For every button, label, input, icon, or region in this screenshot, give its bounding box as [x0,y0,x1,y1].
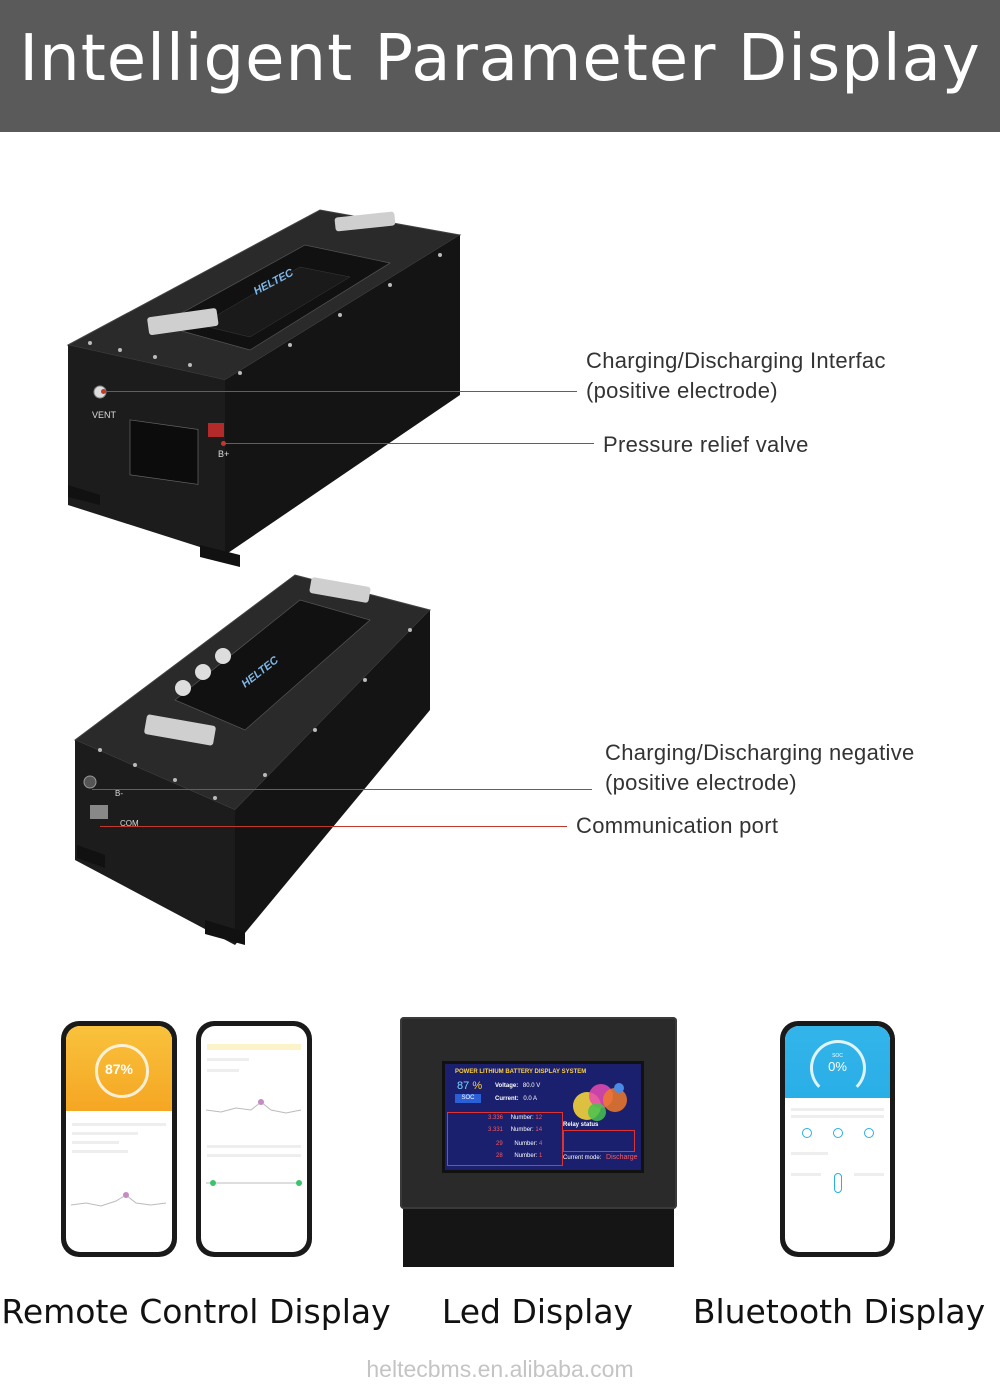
led-voltage-row: Voltage: 80.0 V [495,1083,540,1089]
callout-charging-interface-line2: (positive electrode) [586,378,778,403]
led-soc-unit: % [472,1080,483,1092]
remote-soc-value: 87% [104,1061,134,1077]
led-min-temp-number: 1 [539,1153,543,1159]
led-min-temp-number-label: Number: [514,1153,538,1159]
led-max-cell-number-label: Number: [510,1115,534,1121]
remote-phone-right-graph-2 [206,1180,302,1186]
led-max-temp-number: 4 [539,1141,543,1147]
caption-remote: Remote Control Display [1,1292,391,1331]
remote-phone-header: 87% [66,1026,172,1111]
led-max-temp-row: 29 Number: 4 [496,1141,542,1147]
led-current-label: Current: [495,1096,519,1102]
callout-discharge-negative-line1: Charging/Discharging negative [605,740,915,765]
led-current-value: 0.0 [523,1096,532,1102]
led-max-cell-voltage: 3.336 [488,1115,504,1121]
callout-terminal-dot [221,441,226,446]
remote-phone-right-graph-1 [205,1099,302,1114]
led-min-cell-number-label: Number: [510,1127,534,1133]
callout-terminal-leader [224,443,594,444]
led-min-cell-row: 3.331 Number: 14 [488,1127,542,1133]
led-display-screen: POWER LITHIUM BATTERY DISPLAY SYSTEM 87 … [442,1061,644,1173]
callout-negative-leader [92,789,592,790]
led-min-cell-number: 14 [535,1127,543,1133]
led-soc-label: SOC [455,1094,481,1103]
battery-top-image: HELTEC VENT B+ [66,209,462,567]
callout-vent-dot [101,389,106,394]
bluetooth-phone: SOC 0% [780,1021,895,1257]
callout-discharge-negative-line2: (positive electrode) [605,770,797,795]
bluetooth-soc-label: SOC [832,1053,843,1059]
bluetooth-phone-header: SOC 0% [785,1026,890,1098]
remote-phone-right [196,1021,312,1257]
led-soc-number: 87 [457,1080,470,1092]
led-voltage-value: 80.0 [522,1083,535,1089]
led-max-cell-number: 12 [535,1115,543,1121]
led-relay-box [563,1130,635,1152]
battery-top-vent-label: VENT [92,410,117,420]
caption-led: Led Display [441,1292,634,1331]
callout-pressure-valve: Pressure relief valve [603,432,809,457]
remote-phone-left-screen: 87% [66,1026,172,1252]
callout-comm-port: Communication port [576,813,779,838]
led-max-temp: 29 [496,1141,503,1147]
remote-phone-left: 87% [61,1021,177,1257]
callout-charging-interface: Charging/Discharging Interfac (positive … [586,346,886,406]
remote-phone-rows [66,1111,172,1165]
led-current-mode-value: Discharge [606,1154,638,1161]
bluetooth-soc-arc [810,1040,866,1096]
callout-charging-interface-line1: Charging/Discharging Interfac [586,348,886,373]
remote-phone-right-screen [201,1026,307,1252]
bluetooth-phone-rows [785,1098,890,1199]
page-title: Intelligent Parameter Display [19,22,981,96]
led-min-temp: 28 [496,1153,503,1159]
bluetooth-soc-value: 0% [828,1059,847,1074]
caption-bluetooth: Bluetooth Display [692,1292,986,1331]
watermark: heltecbms.en.alibaba.com [366,1356,634,1382]
battery-bottom-image: HELTEC B- COM [74,574,431,945]
led-cell-table: 3.336 Number: 12 3.331 Number: 14 29 Num… [447,1112,563,1166]
led-current-mode-label: Current mode: [563,1155,602,1161]
callout-comm-leader [100,826,567,827]
led-max-temp-number-label: Number: [514,1141,538,1147]
led-current-unit: A [533,1096,538,1102]
led-voltage-label: Voltage: [495,1083,519,1089]
led-voltage-unit: V [536,1083,541,1089]
led-system-title: POWER LITHIUM BATTERY DISPLAY SYSTEM [455,1069,587,1075]
battery-bottom-com-label: COM [120,819,139,828]
led-display-device: POWER LITHIUM BATTERY DISPLAY SYSTEM 87 … [400,1017,677,1267]
battery-bottom-terminal-label: B- [115,789,123,798]
led-current-row: Current: 0.0 A [495,1096,537,1102]
bluetooth-phone-screen: SOC 0% [785,1026,890,1252]
remote-phone-graph [70,1192,167,1207]
remote-soc-ring [95,1044,149,1098]
battery-top-terminal-label: B+ [218,449,229,459]
page-header: Intelligent Parameter Display [0,0,1000,132]
led-bubble-graphic [573,1083,627,1121]
led-min-temp-row: 28 Number: 1 [496,1153,542,1159]
led-current-mode: Current mode: Discharge [563,1154,638,1161]
led-display-base [403,1209,674,1267]
led-relay-status: Relay status [563,1122,599,1128]
led-max-cell-row: 3.336 Number: 12 [488,1115,542,1121]
callout-vent-leader [104,391,577,392]
led-min-cell-voltage: 3.331 [488,1127,504,1133]
callout-discharge-negative: Charging/Discharging negative (positive … [605,738,915,798]
led-soc-value: 87 % [457,1080,482,1092]
